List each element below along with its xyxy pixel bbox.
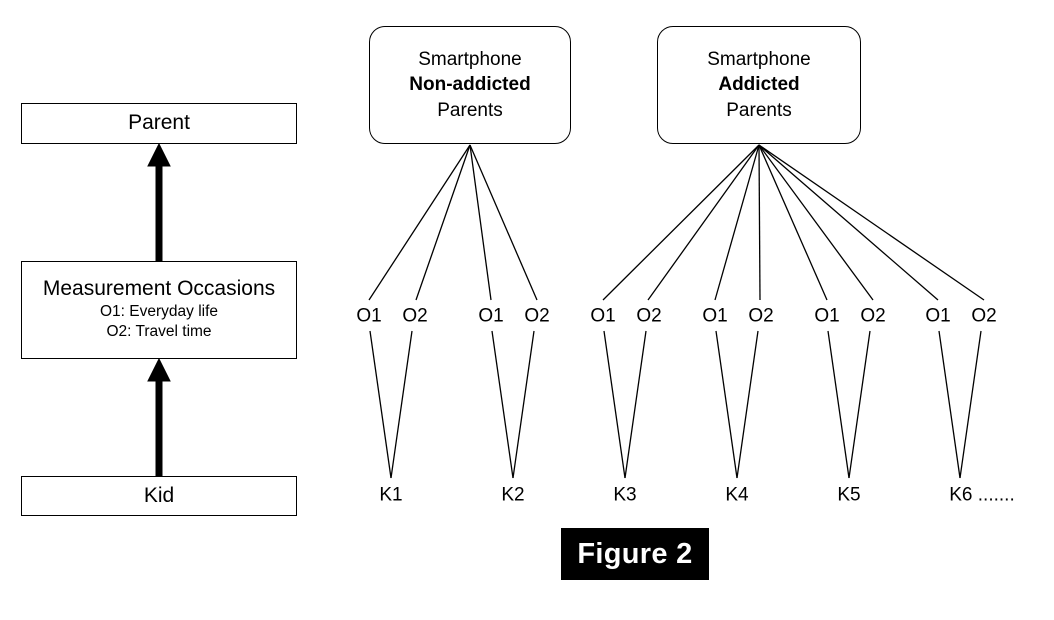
level-box-measurement-occasions: Measurement Occasions O1: Everyday life … [21,261,297,359]
kid-node-k4: K4 [725,484,749,506]
group-line-2: Non-addicted [409,74,531,96]
occasion-node-10: O2 [860,305,886,327]
v-links-to-kids [369,330,982,479]
kid-node-k2: K2 [501,484,525,506]
occasion-node-4: O2 [524,305,550,327]
group-box-addicted: Smartphone Addicted Parents [657,26,861,144]
arrow-kid-to-measurement [147,357,171,476]
measurement-occasion-2: O2: Travel time [106,323,212,341]
group-box-non-addicted: Smartphone Non-addicted Parents [369,26,571,144]
occasion-node-8: O2 [748,305,774,327]
kid-node-k3: K3 [613,484,637,506]
group-line-1: Smartphone [418,49,522,71]
fan-addicted [602,144,985,301]
kid-node-k6: K6 ....... [949,484,1015,506]
kid-node-k5: K5 [837,484,861,506]
occasion-node-3: O1 [478,305,504,327]
level-label-parent: Parent [128,111,190,135]
figure-caption: Figure 2 [561,528,709,580]
group-line-3: Parents [437,99,503,121]
level-label-measurement-occasions: Measurement Occasions [42,277,276,301]
measurement-occasion-1: O1: Everyday life [99,302,219,320]
occasion-node-6: O2 [636,305,662,327]
level-label-kid: Kid [143,483,175,507]
arrow-measurement-to-parent [147,142,171,261]
kid-node-k1: K1 [379,484,403,506]
occasion-node-5: O1 [590,305,616,327]
group-line-1: Smartphone [707,49,811,71]
occasion-node-1: O1 [356,305,382,327]
group-line-3: Parents [726,99,792,121]
occasion-node-2: O2 [402,305,428,327]
occasion-node-9: O1 [814,305,840,327]
occasion-node-12: O2 [971,305,997,327]
level-box-parent: Parent [21,103,297,144]
fan-non-addicted [368,144,538,301]
occasion-node-7: O1 [702,305,728,327]
level-box-kid: Kid [21,476,297,516]
group-line-2: Addicted [718,74,800,96]
occasion-node-11: O1 [925,305,951,327]
